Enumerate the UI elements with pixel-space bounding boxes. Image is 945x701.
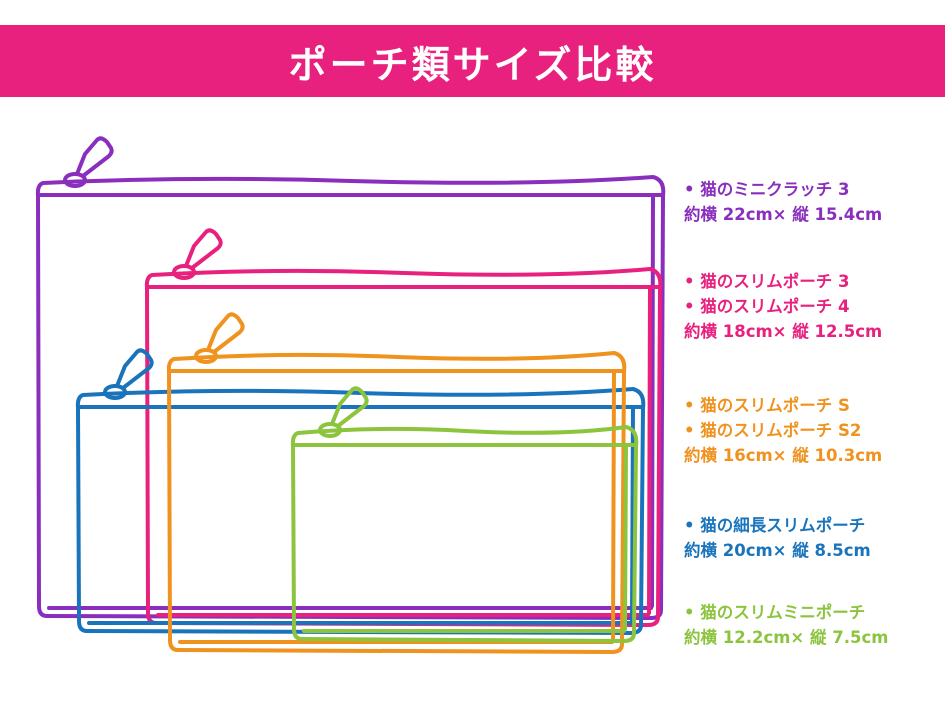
pouch-lining — [156, 285, 652, 617]
legend-item-name: • 猫のミニクラッチ 3 — [684, 180, 850, 199]
pouch-lining — [87, 405, 635, 625]
legend-item-name: • 猫の細長スリムポーチ — [684, 516, 866, 535]
pouch-body — [144, 267, 663, 627]
title-banner: ポーチ類サイズ比較 — [0, 25, 945, 97]
pouch-body — [75, 387, 646, 635]
zipper-pull-icon — [206, 312, 245, 354]
pouch-outline-mini-clutch — [35, 136, 666, 620]
pouch-body — [290, 425, 639, 643]
pouch-lining — [302, 443, 628, 633]
legend-slim-mini: • 猫のスリムミニポーチ 約横 12.2cm× 縦 7.5cm — [684, 600, 944, 650]
legend-item-size: 約横 16cm× 縦 10.3cm — [684, 446, 883, 465]
legend-item-size: 約横 20cm× 縦 8.5cm — [684, 541, 871, 560]
pouch-lining — [178, 369, 616, 644]
zipper-pull-icon — [330, 386, 369, 428]
legend-item-name: • 猫のスリムポーチ S — [684, 396, 850, 415]
page-title: ポーチ類サイズ比較 — [288, 42, 657, 87]
legend-item-name: • 猫のスリムポーチ 3 — [684, 272, 850, 291]
legend-item-name: • 猫のスリムミニポーチ — [684, 603, 866, 622]
pouch-body — [166, 351, 627, 654]
legend-item-size: 約横 22cm× 縦 15.4cm — [684, 205, 883, 224]
zipper-pull-icon — [75, 136, 114, 178]
legend-slim-pouch-s: • 猫のスリムポーチ S • 猫のスリムポーチ S2 約横 16cm× 縦 10… — [684, 393, 944, 468]
zipper-pull-icon — [184, 228, 223, 270]
pouch-outline-slim-pouch-s — [166, 312, 627, 654]
pouch-outline-slim-mini — [290, 386, 639, 643]
legend-long-slim: • 猫の細長スリムポーチ 約横 20cm× 縦 8.5cm — [684, 513, 944, 563]
legend-item-name: • 猫のスリムポーチ 4 — [684, 297, 850, 316]
pouch-body — [35, 175, 666, 620]
pouch-outline-slim-pouch — [144, 228, 663, 627]
zipper-pull-icon — [115, 348, 154, 390]
legend-item-size: 約横 18cm× 縦 12.5cm — [684, 322, 883, 341]
legend-mini-clutch: • 猫のミニクラッチ 3 約横 22cm× 縦 15.4cm — [684, 177, 944, 227]
legend-item-name: • 猫のスリムポーチ S2 — [684, 421, 862, 440]
legend-item-size: 約横 12.2cm× 縦 7.5cm — [684, 628, 889, 647]
pouch-lining — [47, 193, 655, 610]
legend-slim-pouch: • 猫のスリムポーチ 3 • 猫のスリムポーチ 4 約横 18cm× 縦 12.… — [684, 269, 944, 344]
